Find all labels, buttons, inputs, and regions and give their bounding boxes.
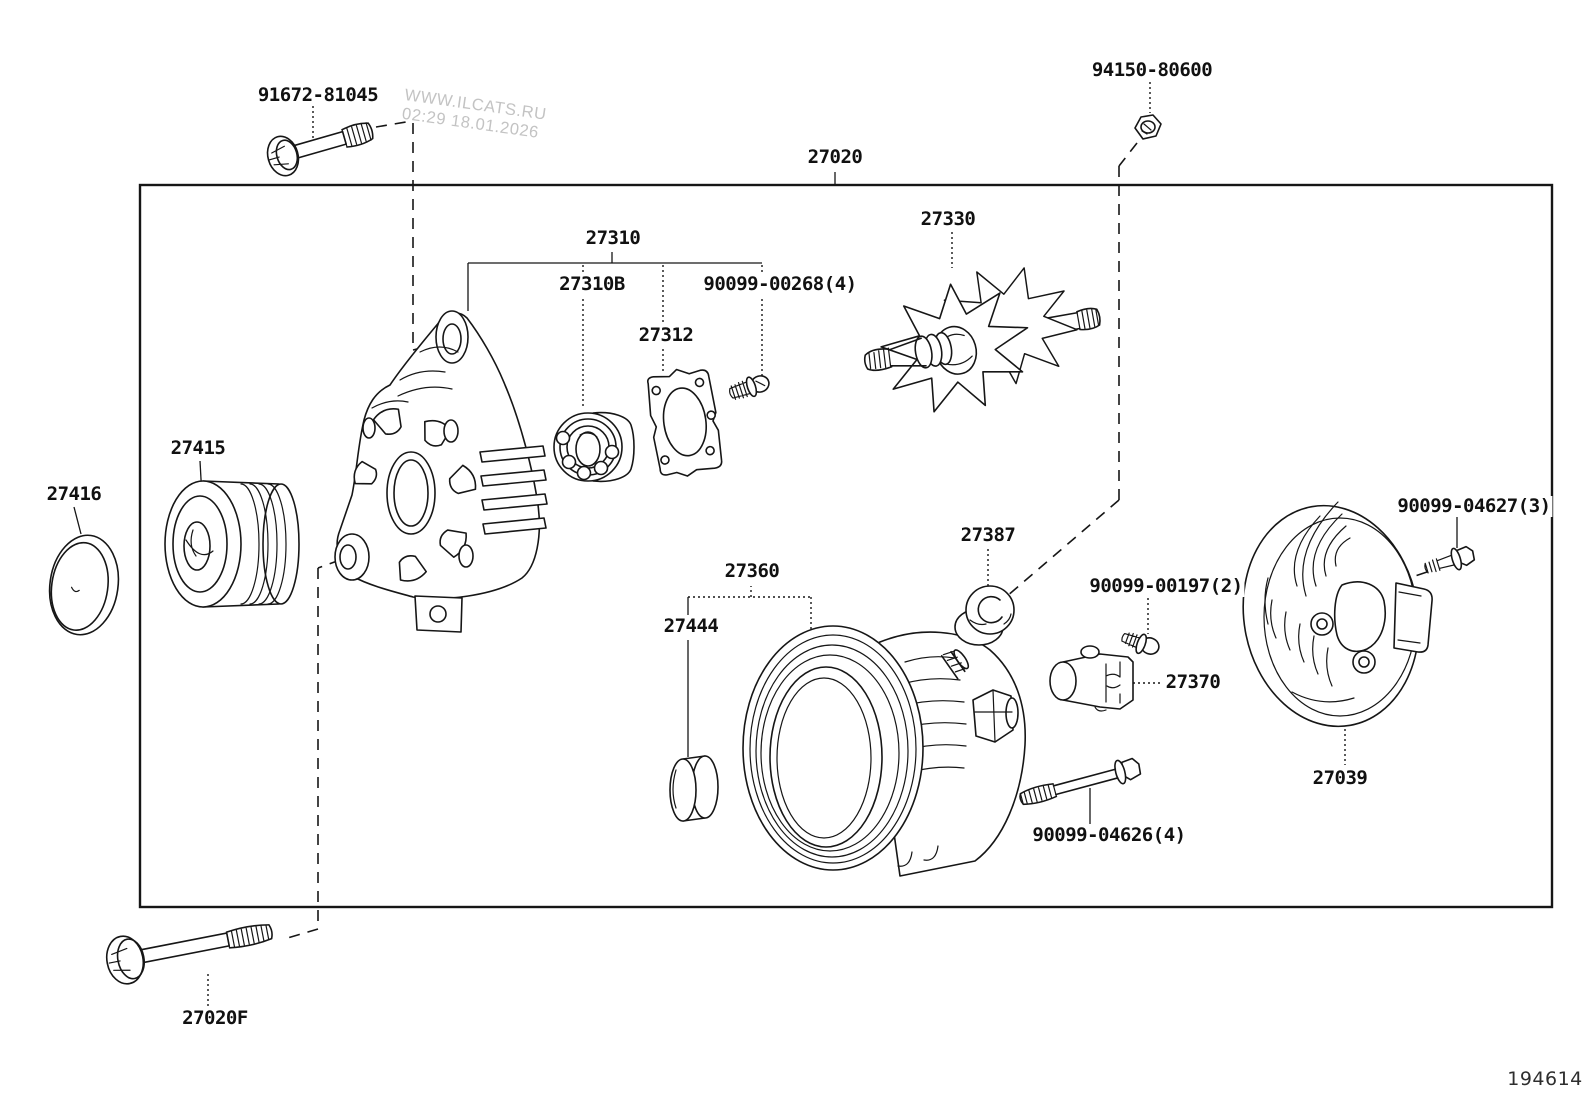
- stator-drawing-27360: [742, 625, 1026, 877]
- bolt-drawing-90099-04626: [1019, 757, 1142, 806]
- part-label-27310b[interactable]: 27310B: [557, 273, 627, 295]
- part-label-90099-00197[interactable]: 90099-00197(2): [1087, 575, 1245, 597]
- part-label-90099-04627[interactable]: 90099-04627(3): [1395, 495, 1553, 517]
- through-bolt-drawing-27020f: [105, 924, 273, 985]
- screw-drawing-90099-00268: [729, 375, 770, 400]
- part-label-27360[interactable]: 27360: [722, 560, 782, 582]
- assembly-frame-box: [138, 183, 1554, 909]
- terminal-nut-drawing-94150: [1134, 114, 1162, 140]
- part-label-27020f[interactable]: 27020F: [180, 1007, 250, 1029]
- part-label-90099-00268[interactable]: 90099-00268(4): [701, 273, 859, 295]
- insulator-drawing-27387: [954, 585, 1015, 646]
- part-label-94150-80600[interactable]: 94150-80600: [1089, 59, 1215, 81]
- part-label-27370[interactable]: 27370: [1163, 671, 1223, 693]
- rotor-drawing-27330: [863, 267, 1101, 413]
- part-label-27387[interactable]: 27387: [958, 524, 1018, 546]
- part-label-27310[interactable]: 27310: [583, 227, 643, 249]
- bearing-drawing-27310b: [553, 411, 635, 483]
- part-label-27444[interactable]: 27444: [661, 615, 721, 637]
- part-label-27039[interactable]: 27039: [1310, 767, 1370, 789]
- part-label-27330[interactable]: 27330: [918, 208, 978, 230]
- screw-drawing-90099-00197: [1121, 632, 1160, 655]
- bearing-retainer-drawing-27312: [647, 368, 723, 477]
- part-label-27312[interactable]: 27312: [636, 324, 696, 346]
- pulley-cap-drawing-27416: [48, 534, 120, 636]
- part-label-90099-04626[interactable]: 90099-04626(4): [1030, 824, 1188, 846]
- rear-cover-drawing-27039: [1242, 501, 1433, 728]
- part-label-27020[interactable]: 27020: [805, 146, 865, 168]
- part-label-27415[interactable]: 27415: [168, 437, 228, 459]
- front-bracket-drawing-27310: [334, 310, 548, 633]
- part-label-91672-81045[interactable]: 91672-81045: [255, 84, 381, 106]
- pulley-drawing-27415: [164, 480, 300, 608]
- screw-drawing-90099-04627: [1424, 545, 1476, 574]
- collar-drawing-27444: [669, 755, 719, 822]
- brush-holder-drawing-27370: [1049, 645, 1134, 712]
- pivot-bolt-drawing-91672: [266, 122, 374, 177]
- part-label-27416[interactable]: 27416: [44, 483, 104, 505]
- figure-number: 194614: [1507, 1068, 1583, 1090]
